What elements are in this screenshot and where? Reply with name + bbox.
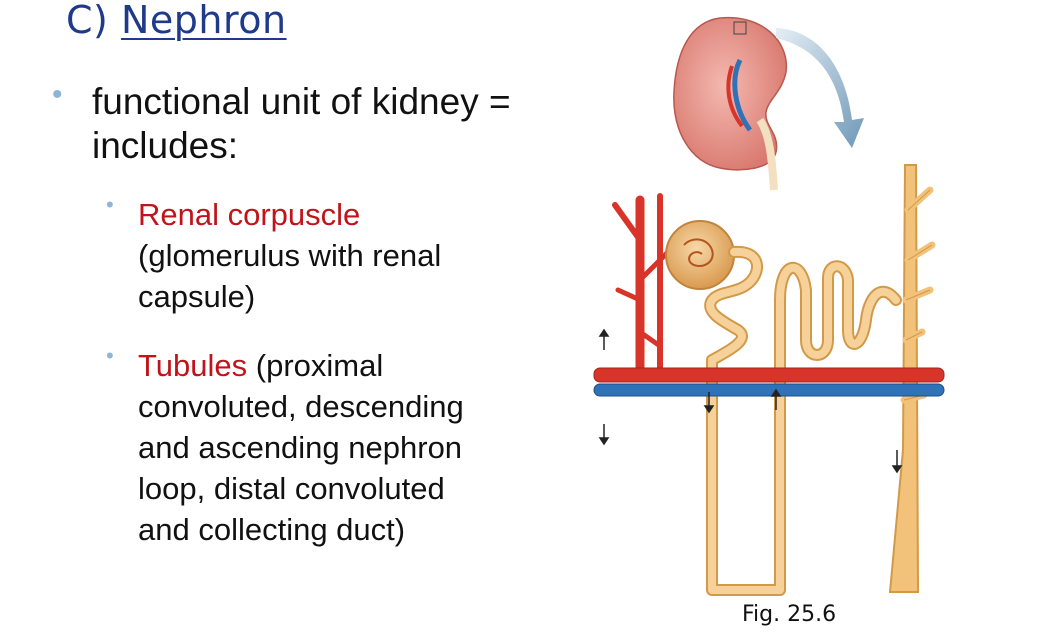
bullet-dot: • — [52, 78, 63, 111]
bullet-line: loop, distal convoluted — [138, 471, 445, 506]
bullet-line: (proximal — [247, 348, 384, 383]
arterial-tree — [612, 193, 673, 377]
bullet-line: and ascending nephron — [138, 430, 463, 465]
bullet-line: convoluted, descending — [138, 389, 464, 424]
renal-vessels — [593, 367, 945, 397]
bullet-line: includes: — [92, 125, 239, 166]
flow-arrows — [598, 328, 903, 474]
nephron-illustration — [593, 16, 945, 596]
nephron-tubules — [704, 245, 902, 596]
bullet-functional-unit: • functional unit of kidney = includes: — [52, 78, 572, 168]
kidney-icon — [673, 16, 788, 191]
tubules-label: Tubules — [138, 348, 248, 383]
figure-caption: Fig. 25.6 — [742, 602, 837, 627]
renal-corpuscle-label: Renal corpuscle — [138, 197, 361, 232]
bullet-dot: • — [106, 192, 114, 217]
bullet-line: (glomerulus with renal — [138, 238, 442, 273]
slide-title: C) Nephron — [66, 0, 287, 42]
bullet-dot: • — [106, 343, 114, 368]
bullet-line: functional unit of kidney = — [92, 81, 511, 122]
title-link[interactable]: Nephron — [120, 0, 287, 42]
bullet-line: capsule) — [138, 279, 256, 314]
curved-arrow-icon — [776, 28, 864, 148]
bullet-tubules: • Tubules (proximal convoluted, descendi… — [106, 343, 526, 550]
bullet-renal-corpuscle: • Renal corpuscle (glomerulus with renal… — [106, 192, 526, 317]
title-prefix: C) — [66, 0, 109, 42]
bullet-line: and collecting duct) — [138, 512, 406, 547]
